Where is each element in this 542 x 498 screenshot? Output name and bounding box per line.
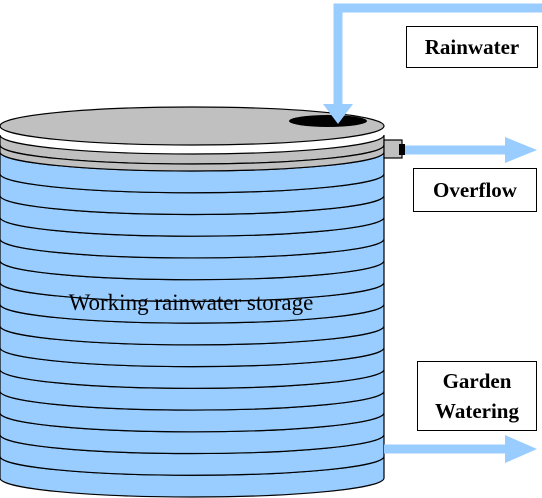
lid-top bbox=[0, 106, 385, 146]
inlet-arrowhead bbox=[323, 104, 353, 124]
rainwater-inlet-pipe bbox=[323, 3, 542, 124]
tank-body bbox=[0, 151, 385, 498]
garden-label-line2: Watering bbox=[435, 399, 519, 423]
inlet-hole bbox=[289, 115, 367, 127]
overflow-label: Overflow bbox=[413, 168, 537, 212]
overflow-outlet bbox=[383, 137, 537, 163]
garden-outlet bbox=[384, 435, 537, 463]
rainwater-label: Rainwater bbox=[406, 26, 538, 68]
garden-watering-label: Garden Watering bbox=[417, 361, 537, 431]
tank-label: Working rainwater storage bbox=[68, 290, 314, 315]
overflow-label-text: Overflow bbox=[433, 178, 517, 202]
overflow-arrowhead bbox=[505, 137, 537, 163]
garden-arrowhead bbox=[505, 435, 537, 463]
garden-label-line1: Garden bbox=[442, 369, 512, 393]
rainwater-label-text: Rainwater bbox=[424, 35, 520, 59]
tank-lid bbox=[0, 106, 385, 172]
